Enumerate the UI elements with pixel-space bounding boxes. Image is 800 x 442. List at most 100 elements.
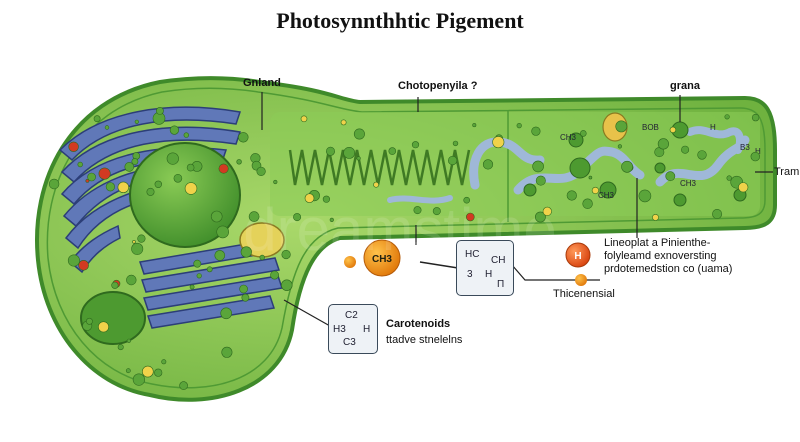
organelle-dot [105,182,115,192]
organelle-dot [186,163,195,172]
leader-thicenensial [511,264,600,281]
vacuole-organelle [80,291,146,345]
organelle-dot [154,180,163,189]
organelle-dot [411,141,420,149]
organelle-dot [281,249,291,260]
molecule-center-c: 3 [467,269,473,280]
small-orange-ball [344,256,356,268]
organelle-dot [117,344,124,351]
organelle-dot [340,119,347,126]
organelle-dot [104,125,110,130]
label-lineoplat-line2: folyleamd exnoversting [604,250,717,262]
molecule-left-c: C3 [343,337,356,348]
organelle-dot [189,284,195,290]
strand-bob: BOB [642,123,659,132]
organelle-dot [492,136,505,149]
organelle-dot [726,175,732,181]
label-lineoplat-line1: Lineoplat a Pinienthe- [604,237,711,249]
organelle-dot [532,160,544,173]
organelle-dot [111,281,119,289]
organelle-dot [281,279,293,291]
molecule-left-d: H [363,324,371,335]
organelle-dot [516,122,522,129]
label-chotopenyila: Chotopenyila ? [398,80,478,92]
organelle-dot [131,158,139,165]
organelle-dot [78,259,89,271]
organelle-dot [665,171,676,182]
organelle-dot [210,210,223,223]
molecule-box-center: HC CH 3 H Π [456,240,514,296]
strand-h: H [710,123,716,132]
organelle-dot [373,181,379,188]
nucleus [129,142,241,248]
organelle-dot [248,211,260,222]
molecule-center-d: H [485,269,493,280]
organelle-dot [463,196,471,204]
organelle-dot [220,307,232,320]
organelle-dot [293,213,302,222]
organelle-dot [240,246,252,258]
molecule-left-a: C2 [345,310,358,321]
strand-h2: H [755,147,761,156]
organelle-dot [697,150,707,160]
strand-ch3: CH3 [560,133,577,142]
organelle-dot [615,120,628,133]
molecule-center-b: CH [491,255,506,266]
organelle-dot [353,128,365,140]
strand-ch3c: CH3 [598,191,615,200]
organelle-dot [304,193,315,203]
organelle-dot [166,152,179,165]
organelle-dot [68,141,79,153]
organelle-dot [259,254,265,261]
tubule-wave-5 [387,195,453,204]
organelle-dot [329,217,334,222]
organelle-dot [343,146,356,159]
small-orange-ball-2 [575,274,587,286]
organelle-dot [712,209,723,220]
organelle-dot [161,359,167,365]
organelle-dot [256,166,266,176]
organelle-dot [238,132,249,143]
organelle-dot [750,151,760,162]
organelle-dot [241,293,250,302]
organelle-dot [621,160,633,173]
organelle-dot [236,159,242,165]
organelle-dot [214,250,226,261]
label-lineoplat-line3: prdotemedstion co (uama) [604,263,733,275]
molecule-center-e: Π [497,279,505,290]
molecule-box-left: C2 H3 C3 H [328,304,378,354]
label-thicenensial: Thicenensial [553,288,615,300]
organelle-dot [216,225,229,239]
thylakoid-stacks-bottom [139,239,283,329]
leader-carotenoids [283,299,331,327]
label-carotenoids-sub: ttadve stnelelns [386,334,463,346]
organelle-dot [131,242,144,255]
organelle-dot [154,368,163,377]
organelle-dot [146,187,155,196]
chloroplast-granules [523,121,747,207]
page-title: Photosynnthhtic Pigement [276,8,524,33]
organelle-dot [142,365,154,378]
organelle-dot [183,132,190,138]
organelle-dot [535,175,546,186]
organelle-dot [173,174,183,183]
organelle-dot [218,163,229,174]
organelle-dot [325,146,335,156]
organelle-dot [132,240,136,244]
molecule-left-b: H3 [333,324,346,335]
h-atom-ball [565,242,591,268]
organelle-dot [77,161,83,168]
organelle-dot [413,206,422,215]
organelle-dot [322,195,331,203]
organelle-dot [566,190,577,201]
label-carotenoids: Carotenoids [386,318,451,330]
organelle-dot [196,273,202,279]
organelle-dot [452,140,459,147]
ch3-methyl-ball [363,239,401,277]
organelle-dot [179,381,188,390]
organelle-dot [669,126,677,134]
organelle-dot [117,181,130,194]
organelle-dot [356,156,361,161]
